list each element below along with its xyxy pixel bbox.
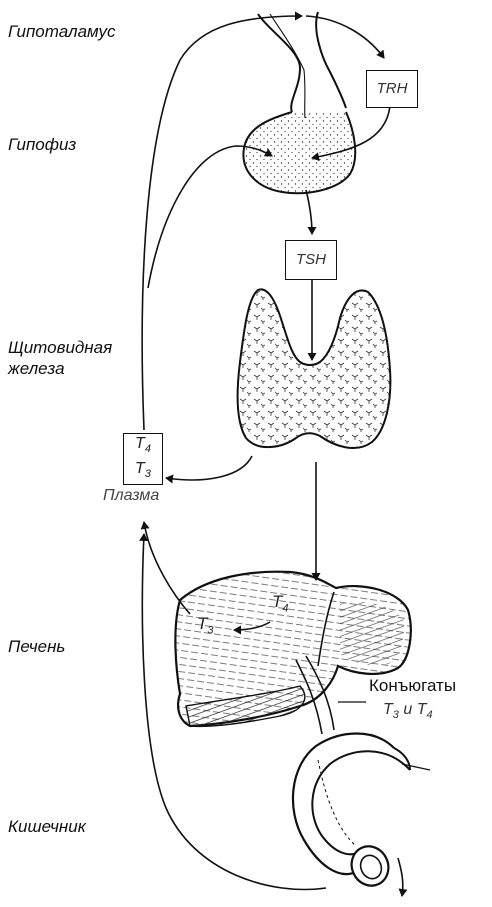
liver [175, 572, 410, 727]
tsh-box: TSH [285, 240, 337, 280]
hypothalamus-pituitary [243, 12, 355, 193]
label-conjugates-hormones: T3 и T4 [383, 701, 433, 721]
label-hypothalamus: Гипоталамус [8, 21, 116, 42]
label-plasma: Плазма [103, 487, 159, 505]
plasma-hormones-box: T4 T3 [123, 433, 163, 485]
t3-label: T3 [135, 459, 151, 484]
label-liver: Печень [8, 636, 65, 657]
label-conjugates: Конъюгаты [369, 676, 456, 696]
intestine [293, 734, 410, 892]
label-pituitary: Гипофиз [8, 134, 76, 155]
liver-t4-label: T4 [272, 592, 289, 614]
trh-box: TRH [366, 70, 418, 108]
label-thyroid: Щитовидная железа [8, 337, 112, 379]
liver-t3-label: T3 [197, 614, 214, 636]
label-intestine: Кишечник [8, 816, 86, 837]
t4-label: T4 [135, 434, 151, 459]
thyroid-gland [238, 289, 391, 448]
